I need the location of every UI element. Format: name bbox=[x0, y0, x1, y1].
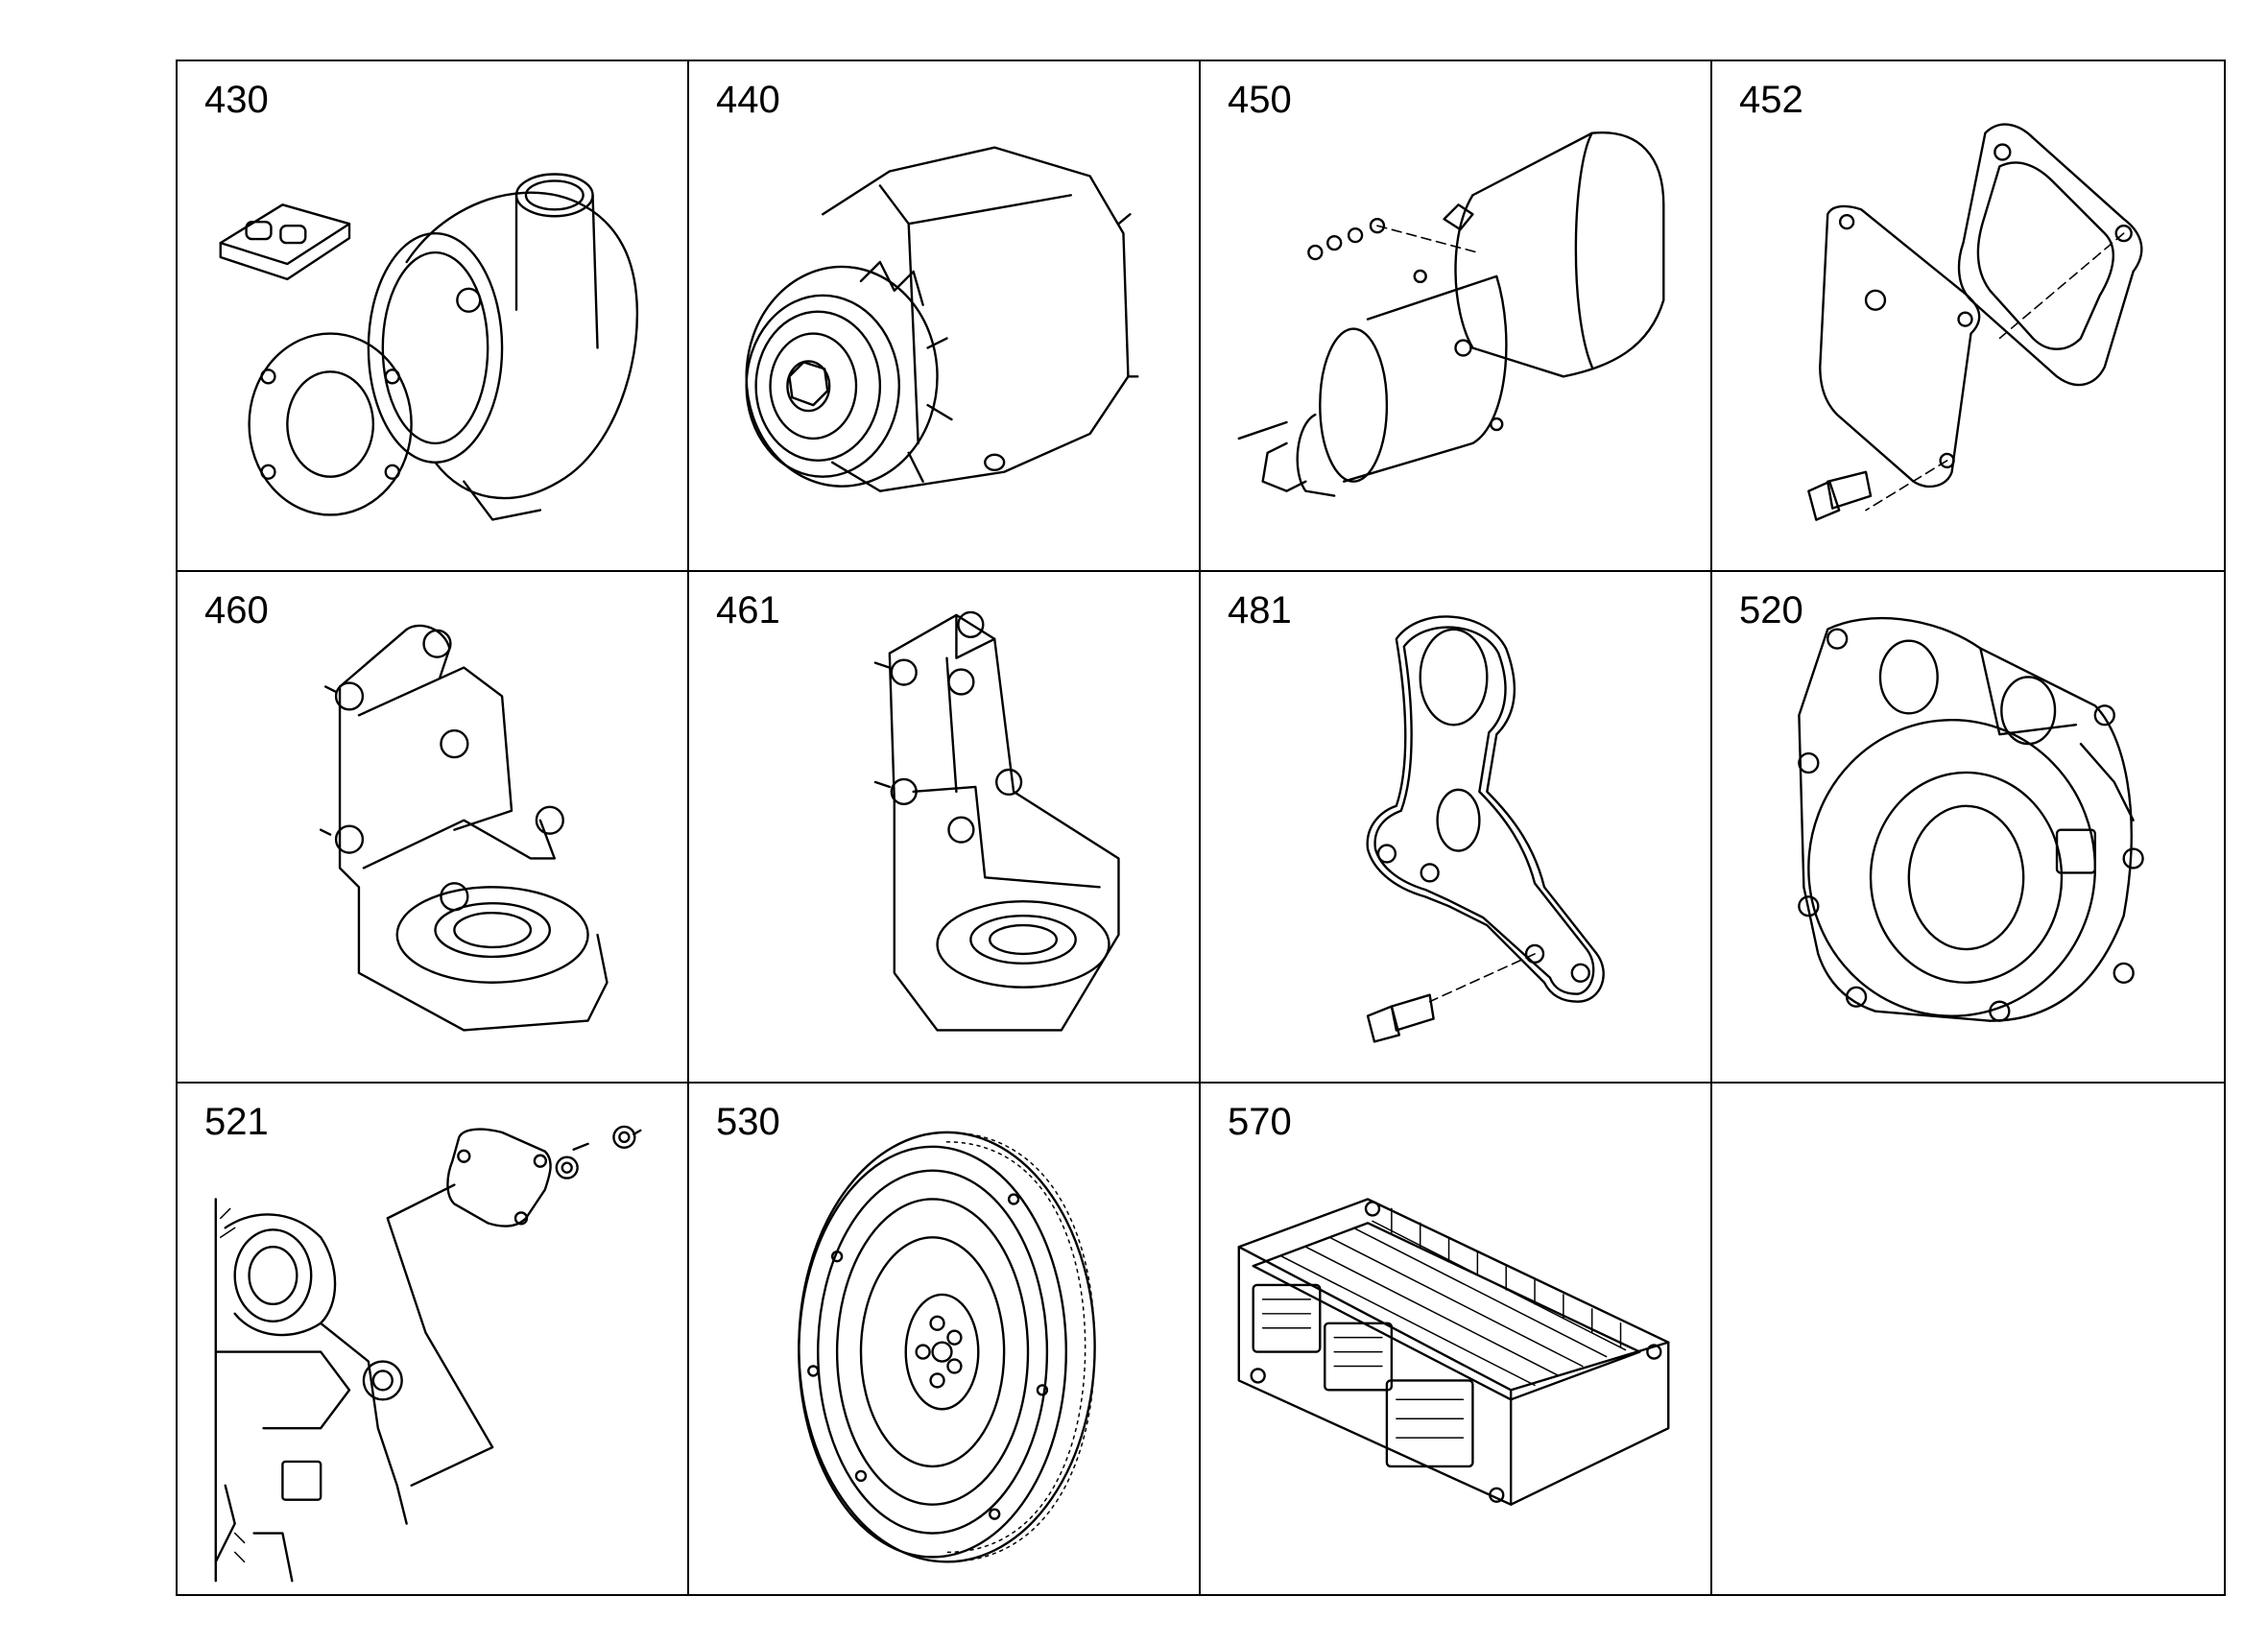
part-cell-450[interactable]: 450 bbox=[1201, 61, 1712, 573]
lifting-eye-bracket-icon bbox=[1366, 615, 1605, 1043]
part-cell-520[interactable]: 520 bbox=[1712, 572, 2224, 1084]
part-cell-530[interactable]: 530 bbox=[689, 1083, 1201, 1594]
cover-plate-gasket-icon bbox=[1807, 123, 2143, 521]
part-cell-461[interactable]: 461 bbox=[689, 572, 1201, 1084]
empty-cell bbox=[1712, 1084, 2224, 1594]
part-cell-570[interactable]: 570 bbox=[1201, 1083, 1712, 1594]
part-number: 440 bbox=[716, 79, 780, 121]
part-number: 530 bbox=[716, 1100, 780, 1143]
part-number: 460 bbox=[204, 589, 269, 632]
alternator-icon bbox=[745, 146, 1139, 492]
part-cell-440[interactable]: 440 bbox=[689, 61, 1201, 573]
part-cell-460[interactable]: 460 bbox=[178, 572, 689, 1084]
part-number: 481 bbox=[1228, 589, 1292, 632]
part-cell-481[interactable]: 481 bbox=[1201, 572, 1712, 1084]
flywheel-icon bbox=[798, 1131, 1096, 1563]
part-number: 570 bbox=[1228, 1100, 1292, 1143]
engine-mount-bracket-icon bbox=[873, 611, 1120, 1032]
starter-motor-icon bbox=[1237, 131, 1665, 497]
engine-mount-bracket-icon bbox=[319, 625, 609, 1032]
part-number: 521 bbox=[204, 1100, 269, 1143]
part-cell-430[interactable]: 430 bbox=[178, 61, 689, 573]
part-number: 520 bbox=[1739, 589, 1803, 632]
part-number: 452 bbox=[1739, 79, 1803, 121]
ecu-icon bbox=[1237, 1197, 1670, 1506]
part-cell-521[interactable]: 521 bbox=[178, 1083, 689, 1594]
part-number: 461 bbox=[716, 589, 780, 632]
part-number: 450 bbox=[1228, 79, 1292, 121]
part-number: 430 bbox=[204, 79, 269, 121]
flywheel-housing-icon bbox=[1798, 617, 2144, 1023]
housing-cover-icon bbox=[214, 1125, 642, 1583]
part-cell-452[interactable]: 452 bbox=[1712, 61, 2224, 573]
turbocharger-icon bbox=[219, 173, 638, 521]
parts-grid: 430 440 bbox=[176, 60, 2226, 1596]
